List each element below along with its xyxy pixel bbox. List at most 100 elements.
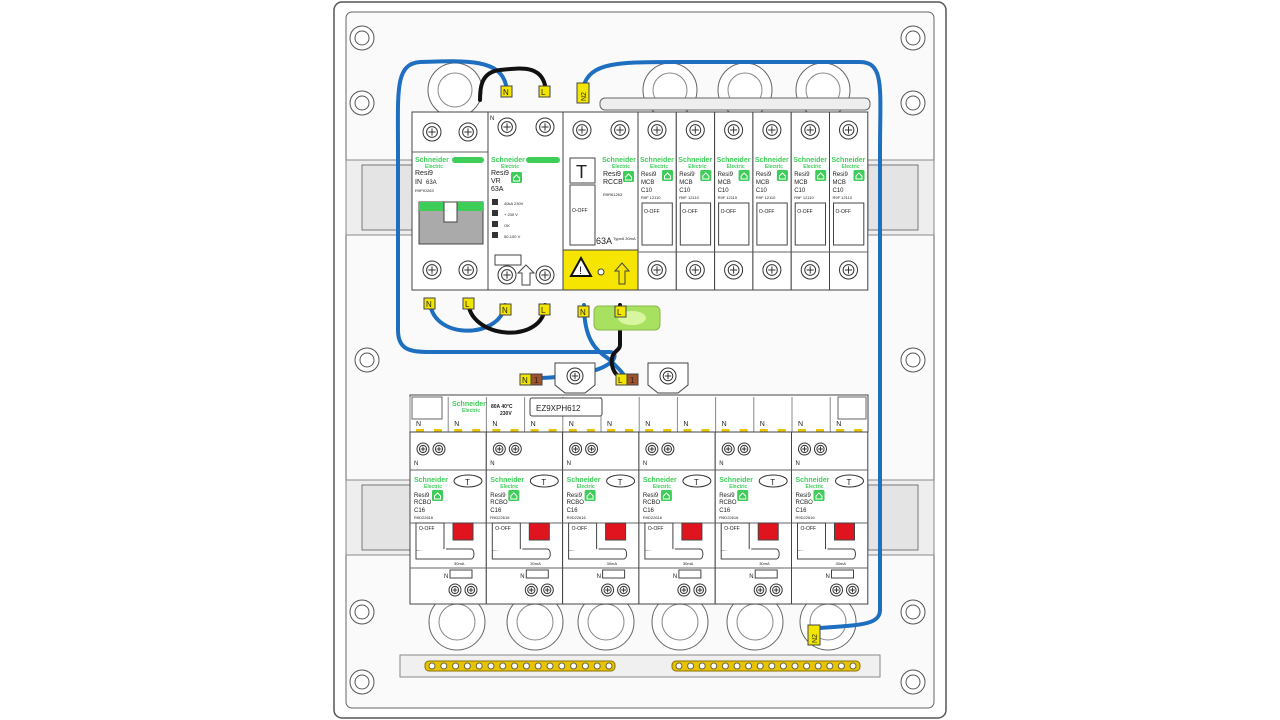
wire-tag [577,305,590,318]
cable-clip [678,569,702,579]
warning-icon-glyph: ! [579,265,582,277]
screw-slot [725,446,731,452]
wire-tag [538,303,551,316]
comb-tooth [548,429,557,433]
test-button [569,157,596,184]
sensitivity-label: 30mA [836,561,847,566]
terminal-hole [452,662,460,670]
screw-slot [464,266,472,274]
home-icon-glyph [855,172,863,180]
fixing-hole-inner [354,95,370,111]
type-label: MCB [718,180,731,186]
neutral-wire [581,59,883,630]
terminal-hole [581,662,589,670]
type-label: MCB [679,180,692,186]
off-label: O-OFF [759,209,775,215]
warning-icon [569,255,593,277]
type-label: MCB [641,180,654,186]
brand-logo: Schneider [414,477,448,484]
home-icon-glyph [664,172,671,180]
wire-tag-label: N [426,300,432,309]
neutral-label: N [492,421,497,428]
screw-slot [544,587,550,593]
test-button [529,474,559,488]
ref-label: R9F 12110 [718,195,738,200]
type-label: IN [415,179,422,186]
screw-slot [665,446,671,452]
neutral-label: N [826,574,830,580]
cable-entry-inner [736,603,774,641]
neutral-label: N [454,421,459,428]
wire-tag [614,305,627,318]
module-body [829,111,869,291]
wire-tag-label: N2 [581,92,588,101]
terminal-hole [791,662,799,670]
neutral-label: N [531,421,536,428]
screw-slot [802,446,807,452]
screw-slot [621,587,626,593]
screw-slot [844,266,853,274]
comb-ref-plate [529,397,603,417]
off-label: O-OFF [419,526,435,532]
trip-indicator [757,522,779,541]
terminal-hole [463,662,471,670]
ref-label: R9D22616 [719,515,739,520]
toggle-handle [718,202,750,246]
toggle-handle [569,184,596,246]
toggle-handle [756,202,788,246]
neutral-label: N [444,574,448,580]
wire-tag-number [530,373,543,386]
type-label: RCBO [719,500,737,506]
neutral-label: N [567,461,571,467]
home-icon-glyph [739,492,747,500]
screw-slot [528,587,534,593]
cartridge-clip [494,254,522,266]
fixing-hole-inner [354,674,370,690]
neutral-label: N [749,574,753,580]
rating-label: C10 [718,188,730,194]
type-label: VR [491,178,501,185]
indicator [492,221,498,227]
series-label: Resi9 [718,172,734,178]
brand-sub: Electric [500,484,518,490]
neutral-label: N [490,461,494,467]
screw-slot [468,587,474,593]
screw-slot [428,266,436,274]
home-icon-glyph [625,173,632,181]
handle-base [491,548,551,560]
comb-tooth [510,429,519,433]
comb-tooth [586,429,595,433]
comb-tooth [836,429,845,433]
terminal-hole [511,662,519,670]
brand-logo: Schneider [602,157,636,164]
neutral-label: N [719,461,723,467]
screw-slot [589,446,594,452]
end-cap [411,396,443,420]
sensitivity-label: 30mA [530,561,541,566]
toggle-handle [644,522,674,552]
series-label: Resi9 [490,493,506,499]
screw-slot [768,126,776,134]
cable-entry-inner [438,603,476,641]
terminal-hole [837,662,845,670]
module-body [411,111,489,291]
wire-tag-label: N [522,376,528,385]
module-body [409,431,487,605]
brand-logo: Schneider [643,477,677,484]
toggle-handle [491,522,521,552]
fixing-hole-inner [359,352,375,368]
comb-tooth [472,429,481,433]
handle-base [644,548,704,560]
terminal-hole [721,662,729,670]
terminal-hole [570,662,578,670]
module-body [675,111,716,291]
terminal-hole [487,662,495,670]
series-label: Resi9 [719,493,735,499]
neutral-label: N [836,421,841,428]
rating-label: C10 [756,188,768,194]
